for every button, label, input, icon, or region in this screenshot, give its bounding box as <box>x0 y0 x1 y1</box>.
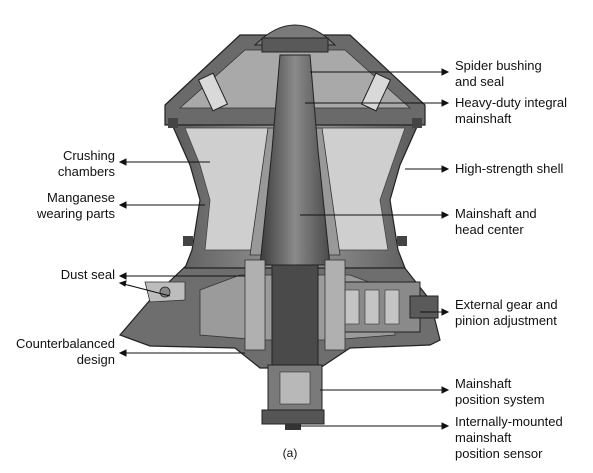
label-line: Mainshaft <box>455 376 512 391</box>
label-dust-seal: Dust seal <box>61 267 115 283</box>
label-line: and seal <box>455 74 505 89</box>
figure-caption: (a) <box>282 446 298 460</box>
lower-shaft <box>271 264 319 366</box>
label-line: High-strength shell <box>455 161 564 176</box>
leader-lines <box>118 68 450 430</box>
label-line: mainshaft <box>455 430 512 445</box>
label-line: position system <box>455 392 545 407</box>
position-sensor <box>261 409 325 425</box>
label-line: position sensor <box>455 446 543 461</box>
label-line: Spider bushing <box>455 58 542 73</box>
label-heavy-duty-integral-mainshaft: Heavy-duty integral mainshaft <box>455 95 567 127</box>
label-line: External gear and <box>455 297 558 312</box>
label-crushing-chambers: Crushing chambers <box>58 148 115 180</box>
label-mainshaft-position-system: Mainshaft position system <box>455 376 545 408</box>
label-line: Counterbalanced <box>15 336 115 351</box>
label-counterbalanced-design: Counterbalanced design <box>16 336 115 368</box>
label-line: Heavy-duty integral <box>455 95 567 110</box>
label-line: design <box>76 352 115 367</box>
label-line: mainshaft <box>455 111 512 126</box>
label-spider-bushing-and-seal: Spider bushing and seal <box>455 58 542 90</box>
label-high-strength-shell: High-strength shell <box>455 161 563 177</box>
label-external-gear-and-pinion-adjustment: External gear and pinion adjustment <box>455 297 558 329</box>
label-manganese-wearing-parts: Manganese wearing parts <box>37 190 115 222</box>
label-line: pinion adjustment <box>455 313 557 328</box>
spider-arm-springs <box>197 72 392 112</box>
label-line: Crushing <box>62 148 115 163</box>
label-line: chambers <box>57 164 115 179</box>
pinion-shaft <box>409 295 439 319</box>
label-internally-mounted-mainshaft-position-sensor: Internally-mounted mainshaft position se… <box>455 414 563 462</box>
label-line: wearing parts <box>36 206 115 221</box>
label-line: Internally-mounted <box>455 414 563 429</box>
label-line: Mainshaft and <box>455 206 537 221</box>
label-mainshaft-and-head-center: Mainshaft and head center <box>455 206 537 238</box>
label-line: head center <box>455 222 524 237</box>
label-line: Dust seal <box>60 267 115 282</box>
label-line: Manganese <box>47 190 115 205</box>
